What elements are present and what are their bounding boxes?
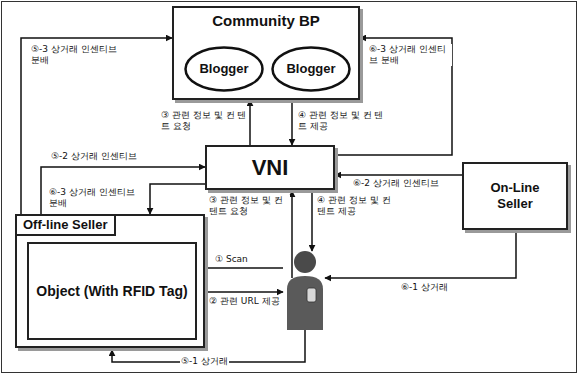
step-label: ⑥-1 상거래	[400, 282, 449, 293]
url-arrow	[197, 291, 283, 293]
node-text: On-Line Seller	[475, 180, 555, 212]
online-seller-box: On-Line Seller	[462, 162, 568, 230]
node-text: Blogger	[199, 61, 248, 77]
connector-arrow	[335, 174, 462, 176]
step-label: ⑤-1 상거래	[180, 356, 229, 367]
scan-arrow	[197, 267, 283, 269]
online-trade-arrow	[325, 231, 516, 278]
edge-label: ⑤-2 상거래 인센티브	[50, 151, 152, 162]
node-text: Blogger	[286, 61, 335, 77]
vni-box: VNI	[205, 145, 335, 190]
blogger-ellipse: Blogger	[271, 46, 351, 92]
edge-label: ③ 관련 정보 및 컨 텐트 요청	[160, 110, 248, 132]
connector-arrow	[291, 100, 293, 145]
community-box: Community BP Blogger Blogger	[172, 6, 360, 100]
offline-seller-box: Off-line SellerObject (With RFID Tag)	[15, 214, 205, 348]
step-label: ② 관련 URL 제공	[208, 296, 281, 307]
edge-label: ⑥-3 상거래 인센티브 분배	[368, 44, 452, 66]
request-arrow	[291, 191, 293, 278]
edge-label: ⑥-3 상거래 인센티브 분배	[48, 187, 146, 209]
edge-label: ④ 관련 정보 및 컨 텐트 제공	[297, 110, 385, 132]
blogger-ellipse: Blogger	[184, 46, 264, 92]
connector-arrow	[150, 184, 205, 214]
step-label: ③ 관련 정보 및 컨 텐트 요청	[208, 195, 290, 217]
edge-label: ⑤-3 상거래 인센티브 분배	[30, 44, 128, 66]
node-text: Object (With RFID Tag)	[36, 283, 187, 300]
node-text: Community BP	[212, 12, 320, 30]
object-box: Object (With RFID Tag)	[27, 242, 197, 340]
connector-arrow	[249, 100, 251, 145]
node-text: VNI	[252, 155, 289, 181]
provide-arrow	[311, 191, 313, 251]
step-label: ④ 관련 정보 및 컨 텐트 제공	[316, 195, 402, 217]
node-text: Off-line Seller	[17, 216, 116, 236]
edge-label: ⑥-2 상거래 인센티브	[352, 178, 454, 189]
connector-arrow	[41, 167, 205, 214]
step-label: ① Scan	[214, 254, 249, 265]
